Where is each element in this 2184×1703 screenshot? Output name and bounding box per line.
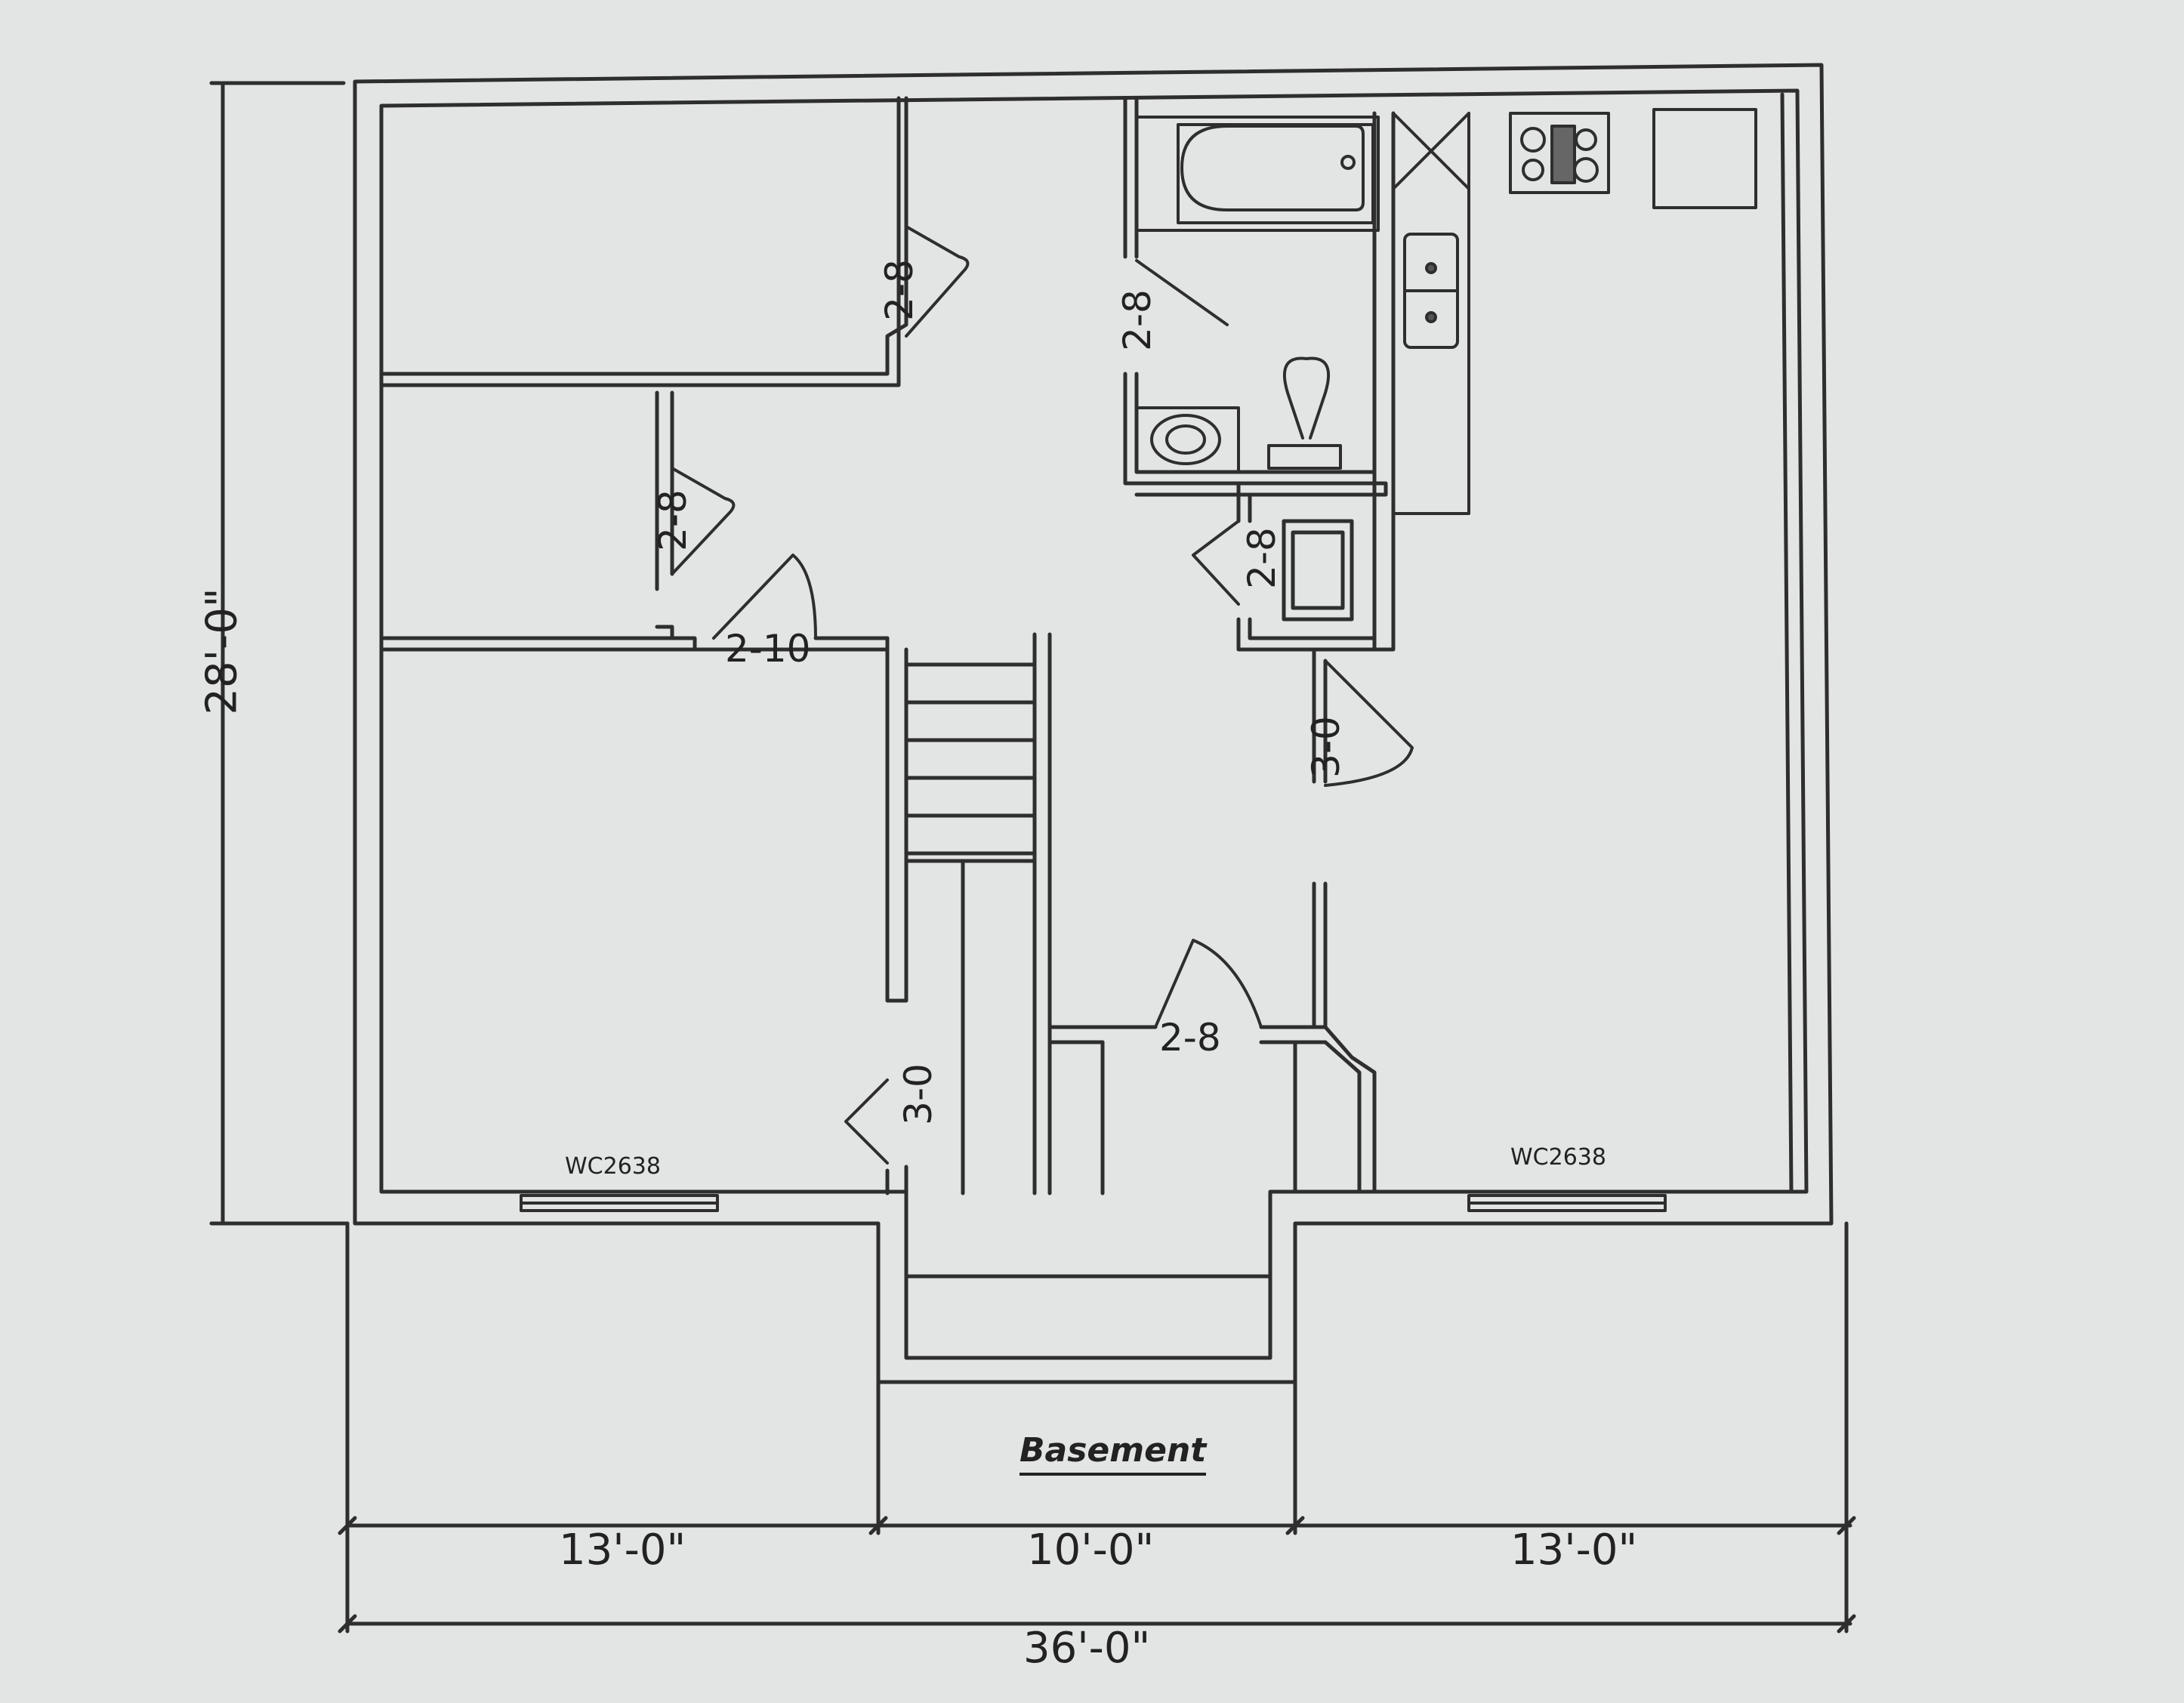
door-label-living: 3-0	[1303, 716, 1348, 778]
door-label-hall: 2-10	[725, 627, 811, 671]
door-label-bedroom-1: 2-8	[877, 259, 921, 321]
windows	[520, 1194, 1667, 1212]
dimension-lines	[209, 81, 1856, 1634]
door-label-bath: 2-8	[1115, 289, 1159, 351]
exterior-walls	[353, 63, 1834, 1384]
dimension-overall-width: 36'-0"	[1023, 1624, 1151, 1673]
dimension-segment-right: 13'-0"	[1510, 1526, 1638, 1575]
door-label-laundry: 2-8	[1239, 527, 1284, 589]
dimension-segment-center: 10'-0"	[1027, 1526, 1155, 1575]
dimension-overall-depth: 28'-0"	[197, 588, 247, 715]
dimension-segment-left: 13'-0"	[559, 1526, 686, 1575]
door-label-left-room: 3-0	[896, 1063, 940, 1125]
door-label-bedroom-2: 2-8	[650, 489, 695, 551]
door-swings	[671, 225, 1414, 1165]
window-label-right: WC2638	[1510, 1144, 1606, 1171]
drawing-title: Basement	[1020, 1431, 1207, 1476]
window-label-left: WC2638	[565, 1153, 661, 1180]
fixtures	[1135, 108, 1757, 515]
door-label-stair-bottom: 2-8	[1159, 1016, 1221, 1060]
